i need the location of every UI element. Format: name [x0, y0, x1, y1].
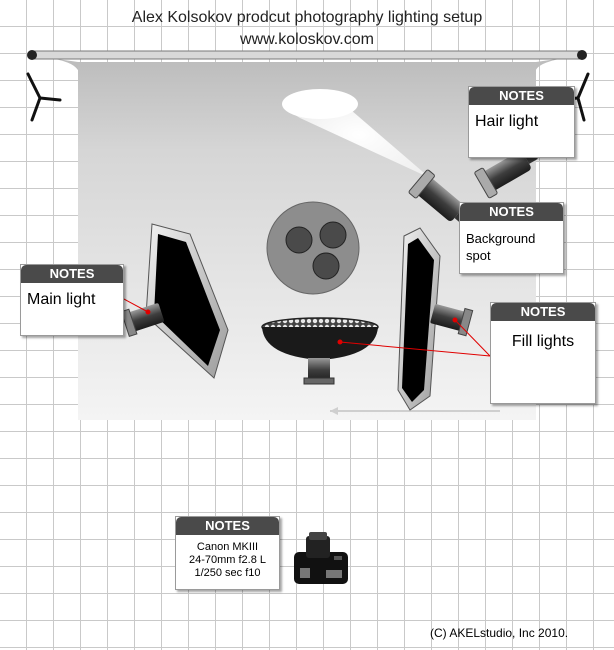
camera-exposure: 1/250 sec f10 — [194, 567, 261, 579]
note-header: NOTES — [460, 203, 563, 221]
background-spot-note[interactable]: NOTES Background spot — [459, 202, 564, 274]
fill-lights-note[interactable]: NOTES Fill lights — [490, 302, 596, 404]
product-plate — [266, 201, 360, 295]
camera-settings: Canon MKIII 24-70mm f2.8 L 1/250 sec f10 — [182, 539, 273, 585]
background-roll-bar — [27, 50, 587, 60]
fill-light-softbox — [397, 227, 474, 411]
diagram-subtitle[interactable]: www.koloskov.com — [240, 31, 374, 48]
hair-light-beam — [282, 89, 430, 178]
main-light-label: Main light — [27, 291, 96, 308]
note-header: NOTES — [176, 517, 279, 535]
camera-icon — [294, 532, 348, 584]
note-header: NOTES — [469, 87, 574, 105]
hair-light-label: Hair light — [475, 113, 539, 130]
fill-lights-label: Fill lights — [511, 333, 575, 350]
camera-model: Canon MKIII — [196, 541, 259, 553]
diagram-title: Alex Kolsokov prodcut photography lighti… — [131, 9, 483, 26]
beauty-dish — [261, 317, 379, 385]
background-spot-label-line1: Background — [466, 231, 536, 246]
note-header: NOTES — [21, 265, 123, 283]
background-spot-label: Background spot — [466, 225, 557, 269]
main-light-softbox — [120, 223, 229, 379]
hair-light-note[interactable]: NOTES Hair light — [468, 86, 575, 158]
camera-lens: 24-70mm f2.8 L — [188, 554, 267, 566]
copyright-text: (C) AKELstudio, Inc 2010. — [430, 626, 569, 640]
main-light-note[interactable]: NOTES Main light — [20, 264, 124, 336]
background-spot-label-line2: spot — [466, 248, 491, 263]
pointer-lines — [121, 297, 491, 357]
camera-note[interactable]: NOTES Canon MKIII 24-70mm f2.8 L 1/250 s… — [175, 516, 280, 590]
note-header: NOTES — [491, 303, 595, 321]
left-roll-stand — [26, 72, 62, 122]
